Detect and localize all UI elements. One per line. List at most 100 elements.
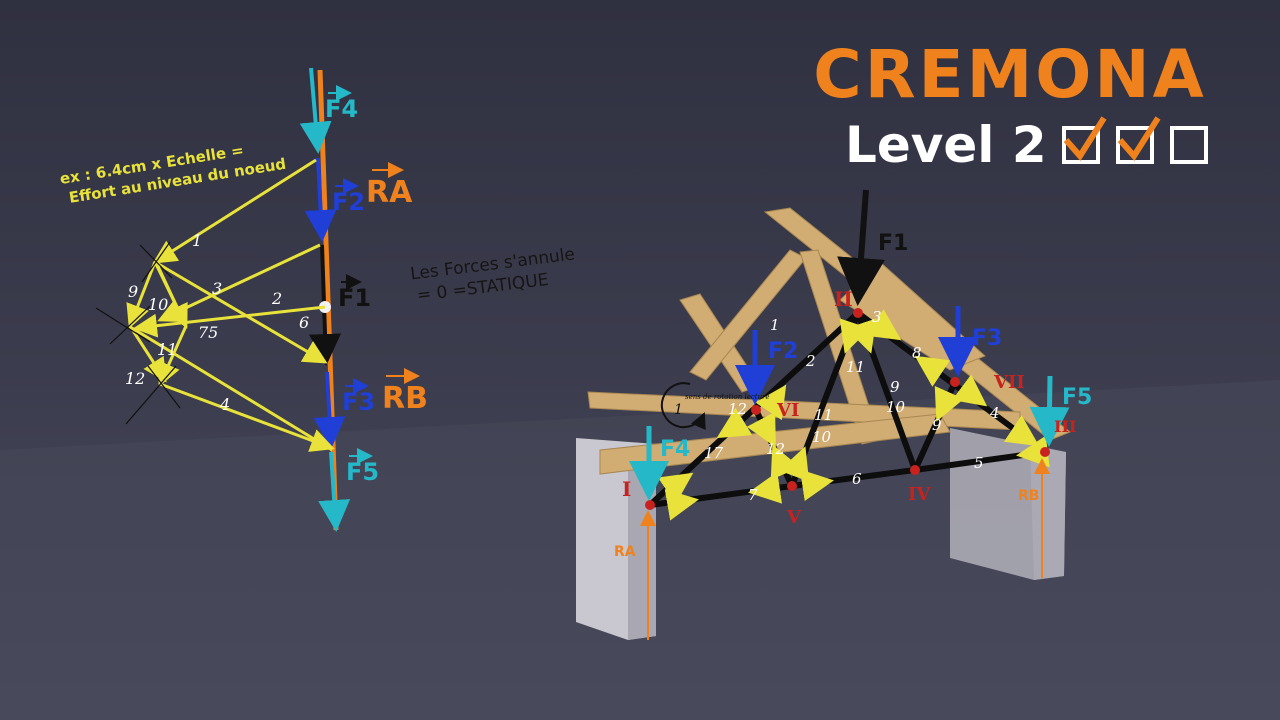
force-label-f3: F3 [342,388,375,416]
bar-label: 10 [148,295,168,314]
rotation-note: sens de rotation lecture [685,393,770,401]
truss-f3-label: F3 [972,326,1002,351]
bar-label: 4 [219,395,230,414]
member-arrow [716,407,753,439]
load-f5-arrow [1029,375,1070,447]
member-number: 12 [766,440,785,458]
f5-vector [318,451,351,532]
bar-label: 1 [192,231,202,250]
bar-label: 9 [128,282,138,301]
bar-label: 11 [157,340,177,359]
member-number: 3 [872,308,882,326]
member-arrow [845,318,877,354]
member-number: 6 [852,470,862,488]
member-number: 9 [932,416,942,434]
bar-label: 6 [299,313,309,332]
member-arrow [664,489,699,521]
node-star-mark [147,365,181,409]
member-vector [154,260,328,364]
bar-label: 3 [212,279,222,298]
member-arrow [952,374,988,407]
node-label: V [786,507,802,528]
title-level: Level 2 [845,116,1047,174]
member-arrow [746,411,776,448]
node-label: IV [908,484,931,505]
rotation-number: 1 [674,402,683,418]
support-right-side [1030,446,1066,580]
member-number: 10 [812,428,832,446]
force-polygon: 1 9 10 3 2 6 75 11 12 4 F4 F2 RA F1 F3 R… [95,67,428,532]
node-point [1040,447,1050,457]
member-number: 17 [704,444,724,462]
node-label: I [622,477,631,501]
force-label-f2: F2 [332,188,365,216]
member-number: 10 [886,398,906,416]
node-label: VII [993,372,1025,393]
member-arrow [755,384,787,421]
member-number: 7 [748,486,758,504]
check-mark-1-icon [1063,116,1107,162]
node-point [950,377,960,387]
bar-label: 75 [198,323,218,342]
truss-f1-label: F1 [878,231,908,256]
support-left-side [628,444,656,640]
member-number: 1 [770,316,780,334]
member-vector [133,305,326,338]
node-star-mark [141,241,171,283]
member-number: 2 [805,352,816,370]
member-arrow [934,385,964,422]
reaction-label-rb: RB [382,381,428,416]
node-label: II [834,287,853,311]
truss-rb-label: RB [1018,488,1039,504]
truss-f2-label: F2 [768,339,798,364]
member-vector [131,326,333,452]
reaction-label-ra: RA [366,175,413,210]
node-star-mark [125,365,177,425]
node-label: III [1054,417,1076,436]
member-number: 12 [728,400,747,418]
member-vector [159,382,335,452]
node-point [751,405,761,415]
checkbox-2 [1116,126,1154,164]
node-label: VI [776,400,799,421]
force-label-f5: F5 [346,458,379,486]
truss-model: sens de rotation lecture 1 I II III IV V… [576,189,1092,640]
node-point [787,481,797,491]
load-f1-arrow [837,189,885,306]
member-arrow [779,446,810,482]
member-number: 4 [989,404,1000,422]
bar-label: 12 [125,369,145,388]
check-mark-2-icon [1117,116,1161,162]
member-vector [157,243,321,322]
member-arrow [799,469,834,501]
node-point [645,500,655,510]
member-number: 8 [912,344,922,362]
force-label-f1: F1 [338,284,371,312]
title-main: CREMONA [813,36,1206,113]
truss-ra-label: RA [614,544,636,560]
rotation-icon [660,382,706,431]
member-number: 11 [846,358,865,376]
member-vector [154,261,188,327]
member-arrow [748,472,783,504]
member-arrow [657,472,694,504]
member-number: 5 [974,454,984,472]
checkbox-3 [1170,126,1208,164]
node-point [910,465,920,475]
member-vector [128,325,167,383]
truss-f4-label: F4 [660,437,690,462]
member-arrow [1016,435,1050,468]
bar-label: 2 [271,289,282,308]
member-vector [152,158,317,264]
member-arrow [865,309,902,341]
truss-f5-label: F5 [1062,385,1092,410]
level-checkboxes [1062,116,1208,164]
f2-vector [304,157,337,242]
checkbox-1 [1062,126,1100,164]
member-number: 11 [814,406,833,424]
node-star-mark [109,305,151,345]
force-label-f4: F4 [325,95,358,123]
node-point [853,308,863,318]
member-number: 9 [890,378,900,396]
